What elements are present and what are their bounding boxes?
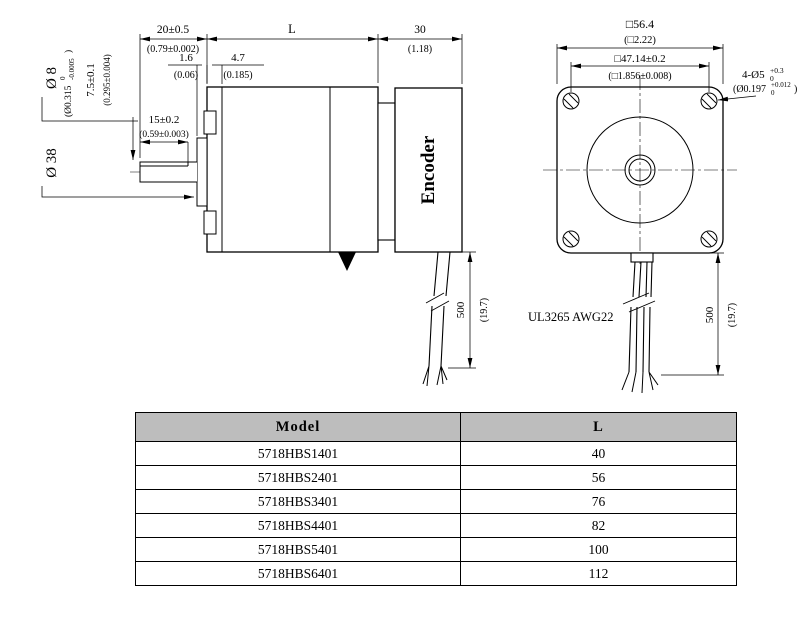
- table-row-2: 5718HBS2401 56: [135, 465, 737, 490]
- model-cell: 5718HBS6401: [135, 561, 461, 586]
- svg-text:+0.012: +0.012: [771, 81, 791, 89]
- dim-shaft-length-mm: 20±0.5: [157, 24, 189, 36]
- l-cell: 76: [460, 489, 737, 514]
- table-row-6: 5718HBS6401 112: [135, 561, 737, 586]
- l-cell: 100: [460, 537, 737, 562]
- dim-boss-dia-mm: Ø 38: [44, 148, 60, 178]
- mounting-hole-br: [700, 230, 718, 248]
- cable-spec-label: UL3265 AWG22: [528, 310, 613, 324]
- svg-text:+0.3: +0.3: [770, 66, 784, 75]
- dim-holes-callout: 4-Ø5 +0.3 0 (Ø0.197 +0.012 0 ): [717, 66, 797, 102]
- dim-holes-in: (Ø0.197: [733, 84, 766, 95]
- dim-flat-length-in: (0.59±0.003): [139, 129, 189, 140]
- dim-side-cable: 500 (19.7): [448, 251, 490, 369]
- cable-break-marks: [622, 292, 656, 313]
- dim-front-cable-in: (19.7): [727, 303, 738, 327]
- dim-pitch: □47.14±0.2 (□1.856±0.008): [570, 53, 710, 92]
- dim-frame-mm: □56.4: [626, 17, 654, 31]
- mounting-hole-tl: [562, 92, 580, 110]
- shaft-circle-inner: [628, 158, 652, 182]
- svg-text:0: 0: [59, 76, 67, 80]
- model-cell: 5718HBS4401: [135, 513, 461, 538]
- svg-text:): ): [63, 50, 74, 53]
- dim-pilot-in: (0.06): [174, 70, 198, 81]
- dim-boss-dia: Ø 38: [41, 148, 194, 200]
- dim-pitch-mm: □47.14±0.2: [614, 53, 665, 65]
- encoder-spacer: [377, 102, 396, 241]
- side-view: Encoder 20±0.5 (0.79±0.002) L 30 (1.18): [41, 22, 613, 387]
- dim-encoder-length-mm: 30: [414, 24, 426, 36]
- dim-pitch-in: (□1.856±0.008): [608, 71, 671, 82]
- dim-shaft-length-in: (0.79±0.002): [147, 44, 199, 55]
- svg-text:0: 0: [770, 74, 774, 83]
- table-header-l: L: [460, 412, 737, 442]
- model-cell: 5718HBS3401: [135, 489, 461, 514]
- model-cell: 5718HBS1401: [135, 441, 461, 466]
- dim-boss-len-mm: 4.7: [231, 52, 245, 64]
- model-cell: 5718HBS5401: [135, 537, 461, 562]
- l-cell: 56: [460, 465, 737, 490]
- dim-side-cable-in: (19.7): [479, 298, 490, 322]
- dim-flat-height-in: (0.295±0.004): [102, 54, 112, 105]
- dim-holes-mm: 4-Ø5: [742, 69, 765, 81]
- dim-flat-length: 15±0.2 (0.59±0.003): [139, 114, 189, 164]
- cable-break-marks: [425, 292, 450, 312]
- dim-shaft-dia: Ø 8 (Ø0.315 0 -0.0005 ): [41, 50, 138, 122]
- table-row-4: 5718HBS4401 82: [135, 513, 737, 538]
- table-row-3: 5718HBS3401 76: [135, 489, 737, 514]
- svg-text:(Ø0.315: (Ø0.315: [63, 85, 74, 117]
- shaft-circle-outer: [624, 154, 656, 186]
- l-cell: 82: [460, 513, 737, 538]
- cable-fray-ends: [621, 371, 659, 394]
- table-header-model: Model: [135, 412, 461, 442]
- dim-shaft-dia-mm: Ø 8: [44, 67, 60, 89]
- table-header-row: Model L: [135, 412, 737, 442]
- dim-boss-len-in: (0.185): [223, 70, 252, 81]
- dim-frame: □56.4 (□2.22): [556, 17, 724, 84]
- dim-front-cable-mm: 500: [704, 306, 716, 323]
- dim-pilot-mm: 1.6: [179, 52, 193, 64]
- front-view: □56.4 (□2.22) □47.14±0.2 (□1.856±0.008) …: [543, 17, 797, 394]
- dim-shaft-dia-in: (Ø0.315 0 -0.0005 ): [59, 50, 76, 117]
- center-lines: [543, 76, 737, 264]
- dim-flat-height-mm: 7.5±0.1: [85, 63, 97, 97]
- encoder-body: [394, 87, 463, 253]
- cable-gland: [338, 252, 356, 271]
- rotor-circle: [586, 116, 694, 224]
- dim-side-cable-mm: 500: [455, 301, 467, 318]
- l-cell: 40: [460, 441, 737, 466]
- mounting-hole-bottom: [203, 210, 217, 235]
- shaft: [140, 162, 197, 182]
- svg-text:0: 0: [771, 89, 775, 97]
- table-row-5: 5718HBS5401 100: [135, 537, 737, 562]
- table-row-1: 5718HBS1401 40: [135, 441, 737, 466]
- dim-encoder-length-in: (1.18): [408, 44, 432, 55]
- dim-flat-height: 7.5±0.1 (0.295±0.004): [85, 54, 136, 160]
- mounting-hole-top: [203, 110, 217, 135]
- svg-text:): ): [794, 84, 797, 95]
- cable-exit: [630, 252, 654, 263]
- shaft-outline: [139, 161, 197, 183]
- dim-pilot-boss: 1.6 (0.06) 4.7 (0.185): [168, 52, 264, 136]
- encoder-cable: [422, 251, 451, 387]
- dim-flat-length-mm: 15±0.2: [149, 114, 180, 126]
- encoder-label: Encoder: [418, 135, 439, 204]
- cable-fray-ends: [422, 365, 448, 387]
- svg-text:-0.0005: -0.0005: [68, 58, 76, 80]
- mounting-hole-bl: [562, 230, 580, 248]
- spec-table: Model L 5718HBS1401 40 5718HBS2401 56 57…: [135, 412, 737, 586]
- dim-frame-in: (□2.22): [624, 35, 656, 46]
- motor-dimension-drawing: Encoder 20±0.5 (0.79±0.002) L 30 (1.18): [41, 17, 797, 394]
- dim-front-cable: 500 (19.7): [660, 252, 738, 376]
- model-cell: 5718HBS2401: [135, 465, 461, 490]
- dim-body-length: L: [288, 22, 296, 36]
- mounting-hole-tr: [700, 92, 718, 110]
- motor-body: [206, 86, 379, 253]
- front-cable: [621, 252, 659, 394]
- dim-top-lengths: 20±0.5 (0.79±0.002) L 30 (1.18): [139, 22, 463, 158]
- l-cell: 112: [460, 561, 737, 586]
- pilot-boss: [196, 137, 208, 207]
